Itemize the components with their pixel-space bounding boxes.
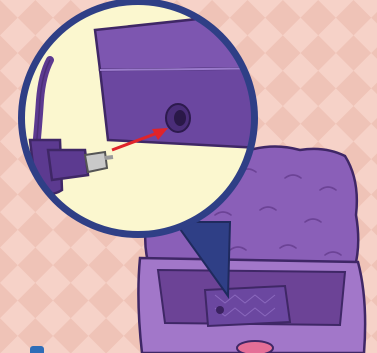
corner-tab [30,346,44,353]
power-port-icon [216,306,224,314]
bag-clasp [237,341,273,353]
power-port-icon [166,104,190,132]
device-in-bag [205,286,290,326]
